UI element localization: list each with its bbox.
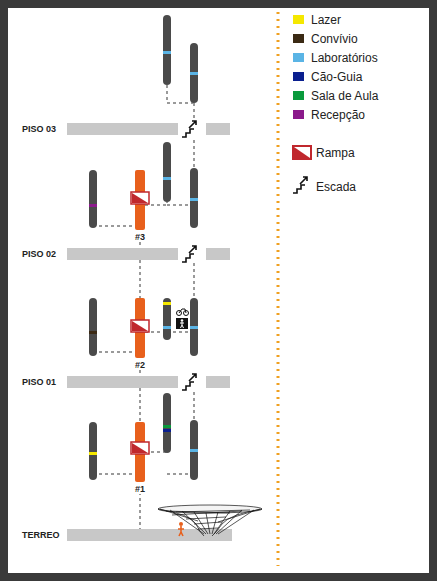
legend-swatch [293,53,304,62]
legend-swatch [293,110,304,119]
legend-swatch [293,72,304,81]
floor-band: PISO 02 [18,248,232,260]
floor-slabs [67,123,232,541]
legend-text: Laboratórios [311,51,378,65]
room-marks [89,51,198,455]
legend-text: Cão-Guia [311,70,362,84]
person-figure [178,522,184,536]
vertical-bars [89,15,198,480]
divider-line [277,12,280,566]
floor-band: PISO 01 [18,376,232,388]
legend-swatch [293,91,304,100]
callout-number: #3 [134,232,146,242]
floor-label: TERREO [22,529,60,541]
dashed-paths [93,85,194,533]
floor-label: PISO 02 [22,248,56,260]
legend-symbols [293,146,311,193]
legend-text: Recepção [311,108,365,122]
legend-text: Sala de Aula [311,89,378,103]
floor-label: PISO 01 [22,376,56,388]
ramp-icons [131,192,149,454]
callout-number: #2 [134,360,146,370]
legend-swatch [293,34,304,43]
floor-label: PISO 03 [22,123,56,135]
legend-text: Escada [316,180,356,194]
legend-text: Lazer [311,13,341,27]
funnel-sculpture [158,505,262,536]
floor-band: TERREO [18,529,232,541]
legend-text: Rampa [316,146,355,160]
callout-number: #1 [134,484,146,494]
floor-band: PISO 03 [18,123,232,135]
legend-text: Convívio [311,32,358,46]
legend-swatch [293,15,304,24]
bike-person-icon [176,309,189,329]
